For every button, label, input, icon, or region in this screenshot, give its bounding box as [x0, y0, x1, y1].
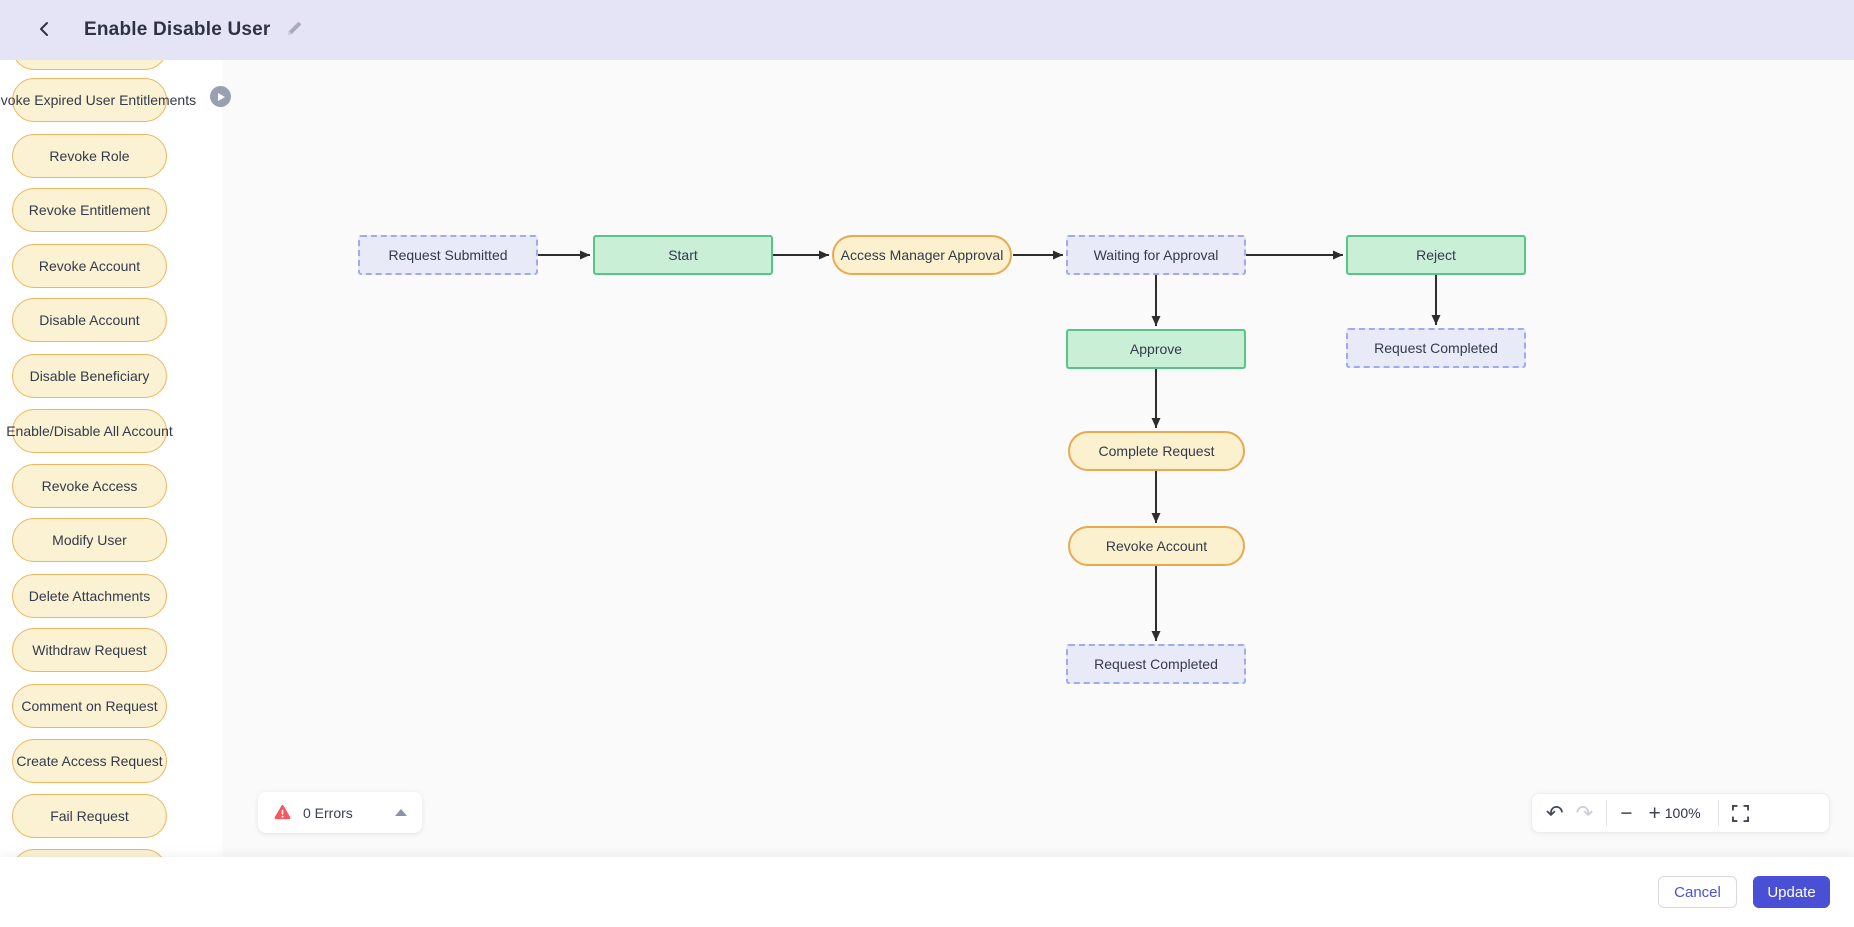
- sidebar-action-revoke-entitlement[interactable]: Revoke Entitlement: [12, 188, 167, 232]
- toolbar-divider: [1606, 800, 1608, 826]
- errors-panel-toggle[interactable]: 0 Errors: [258, 792, 422, 833]
- node-revoke-account[interactable]: Revoke Account: [1068, 526, 1245, 566]
- errors-count-label: 0 Errors: [303, 804, 353, 821]
- sidebar-action-enable-disable-all-account[interactable]: Enable/Disable All Account: [6, 409, 173, 453]
- fullscreen-button[interactable]: [1731, 794, 1749, 832]
- toolbar-divider: [1717, 800, 1719, 826]
- sidebar-action-partial-top[interactable]: [12, 60, 167, 70]
- page-title: Enable Disable User: [84, 19, 271, 40]
- node-access-manager-approval[interactable]: Access Manager Approval: [832, 235, 1012, 275]
- workflow-edges: [538, 250, 1441, 641]
- undo-button[interactable]: ↶: [1546, 794, 1564, 832]
- pencil-icon: [285, 19, 304, 41]
- plus-icon: +: [1648, 801, 1661, 825]
- header: Enable Disable User: [0, 0, 1854, 60]
- sidebar-action-modify-user[interactable]: Modify User: [12, 518, 167, 562]
- sidebar-action-revoke-expired-user-entitlements[interactable]: Revoke Expired User Entitlements: [0, 78, 196, 122]
- node-complete-request[interactable]: Complete Request: [1068, 431, 1245, 471]
- chevron-left-icon: [38, 21, 50, 40]
- back-button[interactable]: [30, 16, 58, 44]
- zoom-level-label: 100%: [1664, 805, 1701, 821]
- canvas-toolbar: ↶ ↷ − + 100%: [1531, 793, 1830, 833]
- footer-action-bar: Cancel Update: [0, 857, 1854, 927]
- sidebar-action-create-access-request[interactable]: Create Access Request: [12, 739, 167, 783]
- sidebar-action-delete-attachments[interactable]: Delete Attachments: [12, 574, 167, 618]
- node-reject[interactable]: Reject: [1346, 235, 1526, 275]
- sidebar-action-revoke-access[interactable]: Revoke Access: [12, 464, 167, 508]
- redo-icon: ↷: [1575, 801, 1594, 825]
- expand-corners-icon: [1731, 804, 1749, 822]
- node-request-submitted[interactable]: Request Submitted: [358, 235, 538, 275]
- sidebar-action-partial-bottom[interactable]: [12, 849, 167, 857]
- sidebar-action-disable-beneficiary[interactable]: Disable Beneficiary: [12, 354, 167, 398]
- sidebar-action-disable-account[interactable]: Disable Account: [12, 298, 167, 342]
- sidebar-action-withdraw-request[interactable]: Withdraw Request: [12, 628, 167, 672]
- sidebar-action-comment-on-request[interactable]: Comment on Request: [12, 684, 167, 728]
- update-button[interactable]: Update: [1753, 876, 1830, 908]
- workflow-canvas[interactable]: Request Submitted Start Access Manager A…: [222, 60, 1854, 857]
- node-approve[interactable]: Approve: [1066, 329, 1246, 369]
- redo-button[interactable]: ↷: [1576, 794, 1594, 832]
- node-start[interactable]: Start: [593, 235, 773, 275]
- undo-icon: ↶: [1546, 801, 1564, 825]
- action-palette-sidebar[interactable]: Revoke Expired User Entitlements Revoke …: [0, 60, 222, 857]
- node-request-completed-mid[interactable]: Request Completed: [1066, 644, 1246, 684]
- play-circle-icon: [218, 92, 225, 101]
- sidebar-collapse-toggle[interactable]: [210, 86, 231, 107]
- warning-triangle-icon: [273, 803, 292, 822]
- node-waiting-for-approval[interactable]: Waiting for Approval: [1066, 235, 1246, 275]
- node-request-completed-right[interactable]: Request Completed: [1346, 328, 1526, 368]
- caret-up-icon: [395, 809, 407, 816]
- cancel-button[interactable]: Cancel: [1658, 876, 1737, 908]
- sidebar-action-revoke-account[interactable]: Revoke Account: [12, 244, 167, 288]
- zoom-out-button[interactable]: −: [1620, 794, 1632, 832]
- sidebar-action-revoke-role[interactable]: Revoke Role: [12, 134, 167, 178]
- minus-icon: −: [1620, 801, 1633, 825]
- sidebar-action-fail-request[interactable]: Fail Request: [12, 794, 167, 838]
- zoom-in-button[interactable]: +: [1648, 794, 1660, 832]
- edit-title-button[interactable]: [285, 19, 304, 41]
